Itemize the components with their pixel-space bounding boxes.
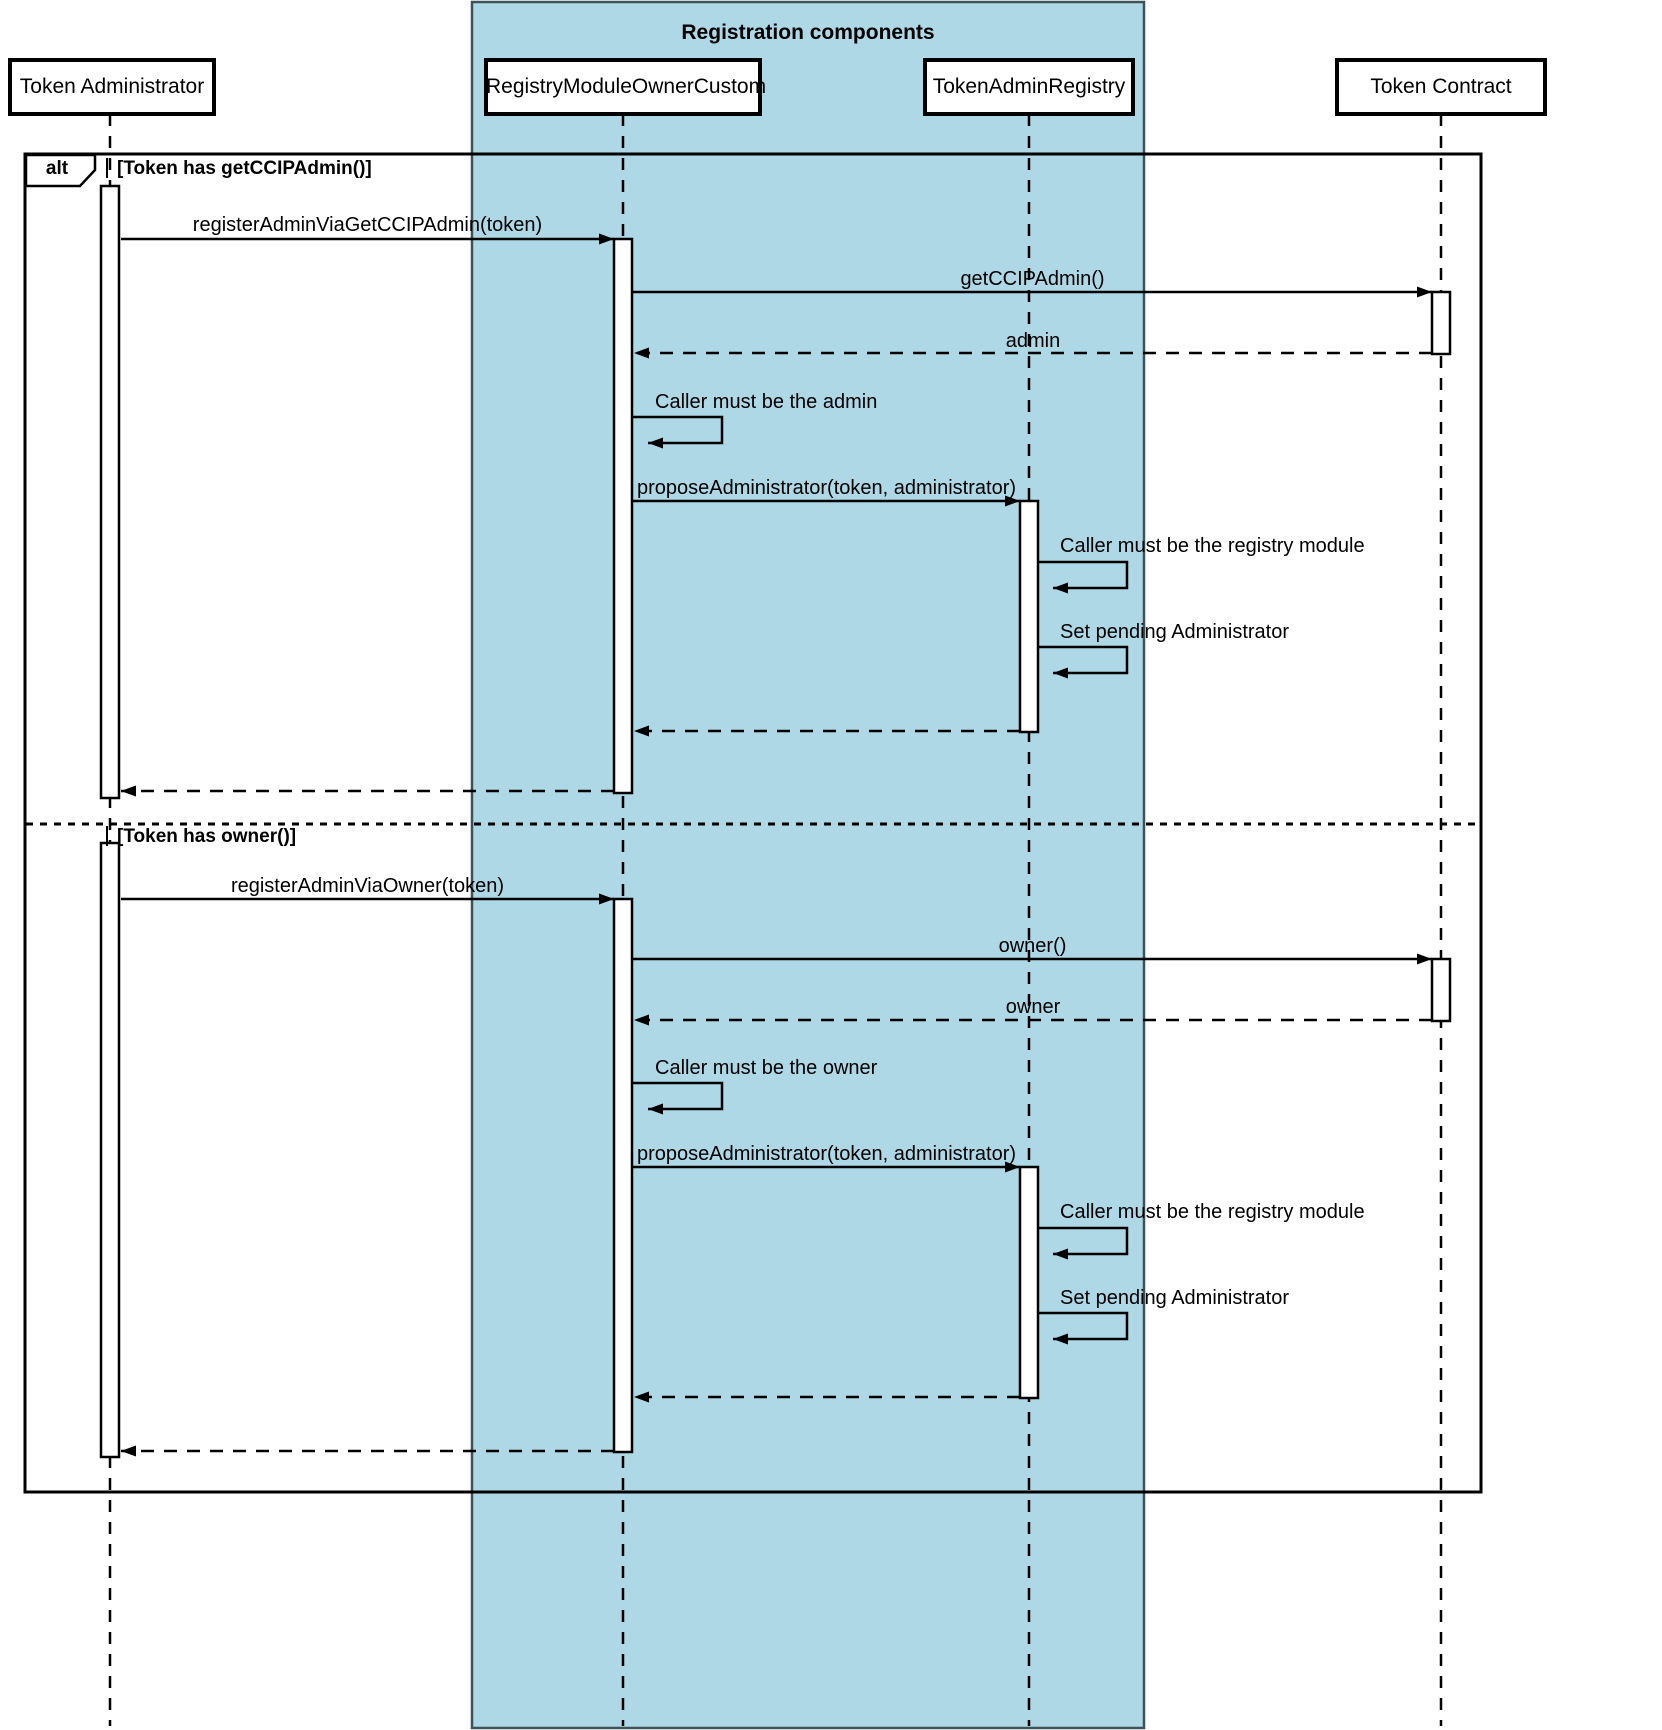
activation-regmod-1 xyxy=(612,237,634,795)
msg-12-label: owner xyxy=(1005,996,1061,1018)
msg-7-label: Set pending Administrator xyxy=(1060,621,1290,643)
participant-label-token-contract[interactable]: Token Contract xyxy=(1370,75,1512,98)
alt-operator-label: alt xyxy=(45,158,69,179)
activation-admin-1 xyxy=(99,184,121,800)
participant-box-token-contract xyxy=(1335,58,1547,116)
group-box-region xyxy=(470,0,1146,1730)
participant-box-registrymoduleownercustom xyxy=(484,58,762,116)
participant-label-token-administrator[interactable]: Token Administrator xyxy=(19,75,205,98)
alt-guard-1: [Token has getCCIPAdmin()] xyxy=(117,158,372,179)
msg-15-line xyxy=(1039,1226,1129,1260)
activation-admin-2 xyxy=(99,841,121,1459)
msg-5-label: proposeAdministrator(token, administrato… xyxy=(636,477,1017,499)
group-box-title: Registration components xyxy=(681,21,935,44)
msg-1-label: registerAdminViaGetCCIPAdmin(token) xyxy=(192,214,543,236)
msg-6-line xyxy=(1039,560,1129,594)
msg-4-line xyxy=(633,415,724,449)
alt-guard-tick-2 xyxy=(106,826,108,846)
participant-box-tokenadminregistry xyxy=(923,58,1135,116)
msg-13-line xyxy=(633,1081,724,1115)
msg-7-line xyxy=(1039,645,1129,679)
msg-3-label: admin xyxy=(1005,330,1061,352)
msg-15-label: Caller must be the registry module xyxy=(1060,1201,1365,1223)
activation-regmod-2 xyxy=(612,897,634,1454)
participant-label-registrymoduleownercustom[interactable]: RegistryModuleOwnerCustom xyxy=(486,75,767,98)
msg-16-label: Set pending Administrator xyxy=(1060,1287,1290,1309)
activation-bars xyxy=(99,184,1452,1459)
alt-operator-tab xyxy=(24,153,97,188)
msg-4-label: Caller must be the admin xyxy=(655,391,878,413)
messages-operand-2 xyxy=(121,893,1432,1457)
activation-tar-1 xyxy=(1018,499,1040,734)
activation-tar-2 xyxy=(1018,1165,1040,1400)
activation-token-1 xyxy=(1430,290,1452,356)
participant-boxes xyxy=(8,58,1547,116)
msg-13-label: Caller must be the owner xyxy=(655,1057,878,1079)
alt-fragment-frame xyxy=(23,152,1483,1494)
msg-16-line xyxy=(1039,1311,1129,1345)
participant-label-tokenadminregistry[interactable]: TokenAdminRegistry xyxy=(932,75,1126,98)
activation-token-2 xyxy=(1430,957,1452,1023)
msg-14-label: proposeAdministrator(token, administrato… xyxy=(636,1143,1017,1165)
alt-guard-2: [Token has owner()] xyxy=(117,826,297,847)
alt-guard-tick-1 xyxy=(106,158,108,178)
messages-operand-1 xyxy=(121,233,1432,797)
msg-6-label: Caller must be the registry module xyxy=(1060,535,1365,557)
msg-10-label: registerAdminViaOwner(token) xyxy=(230,875,505,897)
msg-11-label: owner() xyxy=(998,935,1067,957)
msg-2-label: getCCIPAdmin() xyxy=(960,268,1105,290)
participant-box-token-administrator xyxy=(8,58,216,116)
